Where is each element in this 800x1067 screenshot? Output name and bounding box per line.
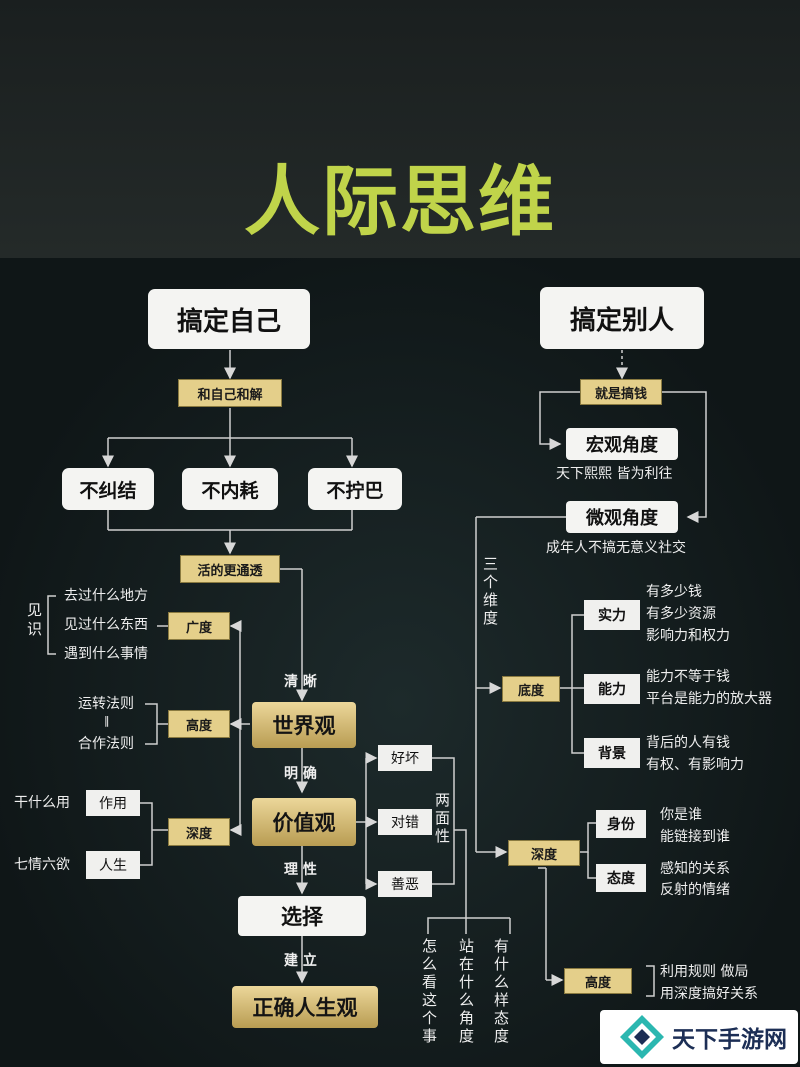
depth-degree-node: 深度 (508, 840, 580, 866)
emotions-label: 七情六欲 (14, 857, 70, 873)
identity-item-1: 你是谁 (660, 807, 702, 823)
function-node: 作用 (86, 790, 140, 816)
background-node: 背景 (584, 738, 640, 768)
breadth-item-1: 去过什么地方 (64, 588, 148, 604)
definite-label: 明 确 (284, 766, 317, 782)
height-item-2: 合作法则 (78, 736, 134, 752)
macro-angle-note: 天下熙熙 皆为利往 (556, 466, 673, 482)
header-band (0, 0, 800, 258)
right-wrong-node: 对错 (378, 809, 432, 835)
clear-label: 清 晰 (284, 674, 317, 690)
strength-item-2: 有多少资源 (646, 606, 716, 622)
attitude-node: 态度 (596, 864, 646, 892)
breadth-item-3: 遇到什么事情 (64, 646, 148, 662)
correct-outlook-node: 正确人生观 (232, 986, 378, 1028)
choice-node: 选择 (238, 896, 366, 936)
logo-text: 天下手游网 (672, 1027, 787, 1053)
height-node: 高度 (168, 710, 230, 738)
background-item-2: 有权、有影响力 (646, 757, 744, 773)
breadth-item-2: 见过什么东西 (64, 617, 148, 633)
macro-angle-node: 宏观角度 (566, 428, 678, 460)
breadth-node: 广度 (168, 612, 230, 640)
page-title: 人际思维 (244, 157, 556, 246)
three-dimensions-label: 三个维度 (481, 556, 499, 628)
right-root-node: 搞定别人 (540, 287, 704, 349)
height-degree-item-2: 用深度搞好关系 (660, 986, 758, 1002)
identity-node: 身份 (596, 810, 646, 838)
identity-item-2: 能链接到谁 (660, 829, 730, 845)
left-root-node: 搞定自己 (148, 289, 310, 349)
two-sided-label: 两面性 (433, 792, 451, 846)
attitude-item-1: 感知的关系 (660, 861, 730, 877)
strength-node: 实力 (584, 600, 640, 630)
base-degree-node: 底度 (502, 676, 560, 702)
establish-label: 建 立 (284, 953, 317, 969)
ability-item-1: 能力不等于钱 (646, 669, 730, 685)
view-column-2: 站在什么角度 (457, 938, 475, 1046)
depth-node: 深度 (168, 818, 230, 846)
site-logo: 天下手游网 (600, 1010, 798, 1064)
reconcile-node: 和自己和解 (178, 379, 282, 407)
good-bad-node: 好坏 (378, 745, 432, 771)
values-node: 价值观 (252, 798, 356, 846)
diagram-background (0, 258, 800, 1067)
view-column-1: 怎么看这个事 (420, 938, 438, 1046)
diamond-logo-icon (620, 1015, 664, 1059)
live-clear-node: 活的更通透 (180, 555, 280, 583)
micro-angle-note: 成年人不搞无意义社交 (546, 540, 686, 556)
height-degree-node: 高度 (564, 968, 632, 994)
make-money-node: 就是搞钱 (580, 379, 662, 405)
micro-angle-node: 微观角度 (566, 501, 678, 533)
height-degree-item-1: 利用规则 做局 (660, 964, 749, 980)
rational-label: 理 性 (284, 862, 317, 878)
no-twist-node: 不拧巴 (308, 468, 402, 510)
ability-node: 能力 (584, 674, 640, 704)
insight-label: 见识 (25, 602, 43, 640)
no-tangle-node: 不纠结 (62, 468, 154, 510)
worldview-node: 世界观 (252, 702, 356, 748)
no-drain-node: 不内耗 (182, 468, 278, 510)
strength-item-1: 有多少钱 (646, 584, 702, 600)
view-column-3: 有什么样态度 (492, 938, 510, 1046)
attitude-item-2: 反射的情绪 (660, 882, 730, 898)
ability-item-2: 平台是能力的放大器 (646, 691, 772, 707)
good-evil-node: 善恶 (378, 871, 432, 897)
background-item-1: 背后的人有钱 (646, 735, 730, 751)
height-item-1: 运转法则 (78, 696, 134, 712)
use-question: 干什么用 (14, 795, 70, 811)
strength-item-3: 影响力和权力 (646, 628, 730, 644)
life-node: 人生 (86, 851, 140, 879)
height-equals-mark: ‖ (104, 714, 110, 727)
